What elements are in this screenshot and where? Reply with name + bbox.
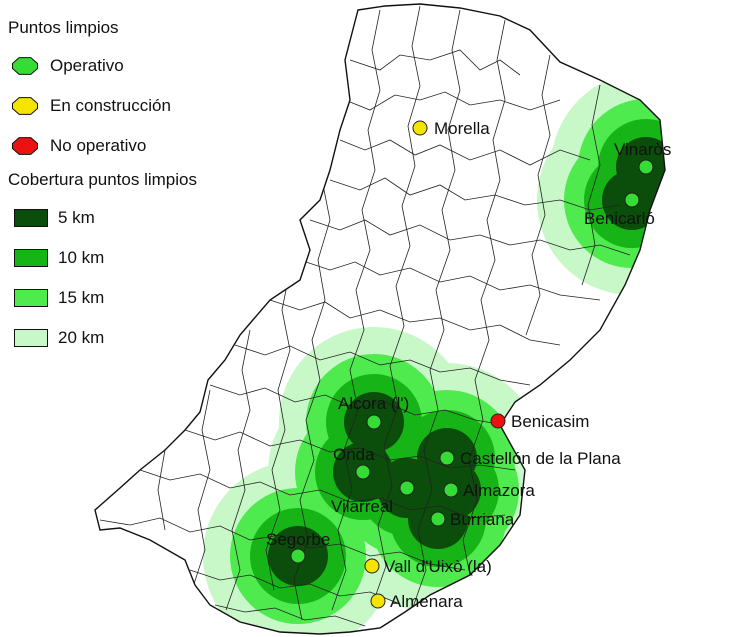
town-label: Onda bbox=[333, 445, 375, 464]
coverage-15km-swatch bbox=[14, 289, 48, 307]
yellow-octagon-icon bbox=[11, 97, 38, 115]
town-label: Benicarló bbox=[584, 209, 655, 228]
town-marker[interactable] bbox=[399, 480, 415, 496]
legend-label-20km: 20 km bbox=[58, 328, 105, 347]
green-octagon-icon bbox=[11, 57, 38, 75]
town-label: Vilarreal bbox=[331, 497, 393, 516]
coverage-5km-swatch bbox=[14, 209, 48, 227]
legend-item-5km: 5 km bbox=[8, 198, 197, 238]
legend-item-no-operativo: No operativo bbox=[8, 126, 197, 166]
town-label: Morella bbox=[434, 119, 490, 138]
town-marker[interactable] bbox=[443, 482, 459, 498]
town-label: Burriana bbox=[450, 510, 515, 529]
town-marker[interactable] bbox=[290, 548, 306, 564]
town-label: Almazora bbox=[463, 481, 535, 500]
legend-label-5km: 5 km bbox=[58, 208, 95, 227]
town-marker[interactable] bbox=[412, 120, 428, 136]
town-marker[interactable] bbox=[490, 413, 506, 429]
coverage-20km-swatch bbox=[14, 329, 48, 347]
town-marker[interactable] bbox=[638, 159, 654, 175]
coverage-10km-swatch bbox=[14, 249, 48, 267]
town-marker[interactable] bbox=[370, 593, 386, 609]
town-label: Vall d'Uixò (la) bbox=[384, 557, 492, 576]
legend-label-no-operativo: No operativo bbox=[50, 136, 147, 155]
town-marker[interactable] bbox=[364, 558, 380, 574]
legend-item-10km: 10 km bbox=[8, 238, 197, 278]
town-label: Almenara bbox=[390, 592, 463, 611]
legend-item-15km: 15 km bbox=[8, 278, 197, 318]
town-marker[interactable] bbox=[430, 511, 446, 527]
town-marker[interactable] bbox=[624, 192, 640, 208]
town-marker[interactable] bbox=[355, 464, 371, 480]
points-legend-title: Puntos limpios bbox=[8, 18, 119, 37]
town-label: Benicasim bbox=[511, 412, 589, 431]
town-label: Segorbe bbox=[266, 530, 330, 549]
town-label: Castellón de la Plana bbox=[460, 449, 621, 468]
town-label: Alcora (l') bbox=[338, 394, 409, 413]
municipality-boundaries bbox=[99, 5, 631, 627]
town-marker[interactable] bbox=[439, 450, 455, 466]
legend-item-operativo: Operativo bbox=[8, 46, 197, 86]
legend-label-en-construccion: En construcción bbox=[50, 96, 171, 115]
red-octagon-icon bbox=[11, 137, 38, 155]
town-label: Vinaròs bbox=[614, 140, 671, 159]
map-legend: Puntos limpios Operativo En construcción… bbox=[8, 14, 197, 358]
legend-label-10km: 10 km bbox=[58, 248, 105, 267]
coverage-legend-title: Cobertura puntos limpios bbox=[8, 170, 197, 189]
town-marker[interactable] bbox=[366, 414, 382, 430]
legend-label-operativo: Operativo bbox=[50, 56, 124, 75]
legend-item-20km: 20 km bbox=[8, 318, 197, 358]
legend-item-en-construccion: En construcción bbox=[8, 86, 197, 126]
legend-label-15km: 15 km bbox=[58, 288, 105, 307]
